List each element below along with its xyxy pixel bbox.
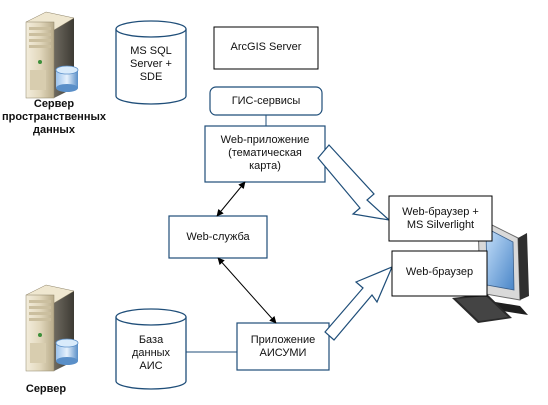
arrow-webapp-webservice — [216, 181, 246, 217]
db-top-label: MS SQL Server + SDE — [130, 45, 172, 83]
db-top-cylinder — [115, 20, 187, 105]
web-service-label: Web-служба — [186, 231, 250, 243]
server-top-label: Сервер пространственных данных — [2, 98, 106, 136]
db-bottom-label: База данных АИС — [131, 334, 171, 372]
server-bottom-label: Сервер — [25, 383, 67, 395]
browser-silverlight-box — [388, 195, 493, 242]
server-bottom-database-icon — [55, 338, 79, 365]
gis-services-label: ГИС-сервисы — [231, 95, 301, 107]
app-aisumi-box — [236, 322, 330, 371]
block-arrow-to-browser — [324, 265, 394, 341]
browser-silverlight-label: Web-браузер + MS Silverlight — [402, 206, 479, 231]
browser-box — [391, 250, 488, 297]
db-bottom-cylinder — [115, 308, 187, 390]
web-app-label: Web-приложение (тематическая карта) — [220, 134, 310, 172]
browser-label: Web-браузер — [405, 266, 474, 278]
server-top-database-icon — [55, 65, 79, 92]
arcgis-server-box — [213, 26, 319, 70]
app-aisumi-label: Приложение АИСУМИ — [250, 334, 316, 359]
block-arrow-to-silverlight-browser — [317, 144, 391, 221]
arcgis-server-label: ArcGIS Server — [230, 41, 302, 53]
arrow-webservice-aisumi — [217, 257, 277, 324]
